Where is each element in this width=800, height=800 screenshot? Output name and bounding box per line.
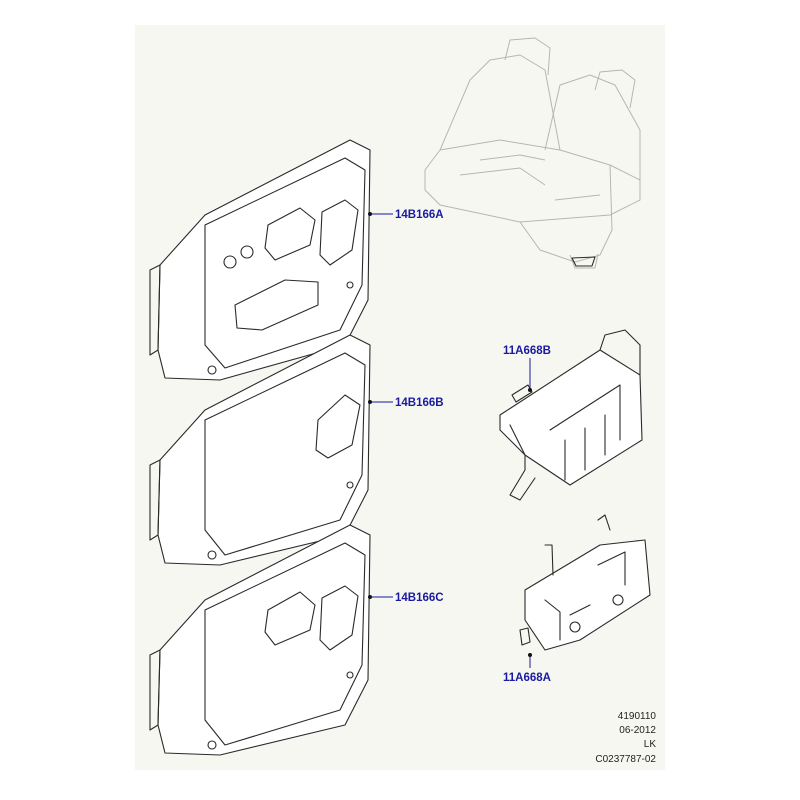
callout-label-14b166c: 14B166C	[395, 592, 444, 604]
illustration-number: 4190110	[618, 711, 657, 722]
callout-label-14b166b: 14B166B	[395, 397, 444, 409]
callout-label-11a668b: 11A668B	[503, 345, 551, 357]
callout-dot	[368, 212, 372, 216]
drawing-code: C0237787-02	[595, 754, 656, 765]
callout-dot	[528, 653, 532, 657]
callout-label-11a668a: 11A668A	[503, 672, 551, 684]
issue-date: 06-2012	[619, 725, 656, 736]
control-module-b	[499, 329, 643, 501]
callout-14b166b: 14B166B	[368, 397, 444, 409]
callout-dot	[528, 388, 532, 392]
author-initials: LK	[644, 739, 657, 750]
callout-dot	[368, 400, 372, 404]
callout-14b166a: 14B166A	[368, 209, 444, 221]
callout-14b166c: 14B166C	[368, 592, 444, 604]
drawing-reference-block: 4190110 06-2012 LK C0237787-02	[595, 711, 656, 765]
callout-dot	[368, 595, 372, 599]
switch-pack-c	[149, 524, 371, 756]
callout-label-14b166a: 14B166A	[395, 209, 444, 221]
switch-pack-b	[149, 334, 371, 566]
callout-11a668b: 11A668B	[503, 345, 551, 392]
rear-seat-illustration	[424, 37, 641, 269]
switch-pack-a	[149, 139, 371, 381]
callout-11a668a: 11A668A	[503, 653, 551, 684]
control-module-a	[519, 514, 651, 651]
